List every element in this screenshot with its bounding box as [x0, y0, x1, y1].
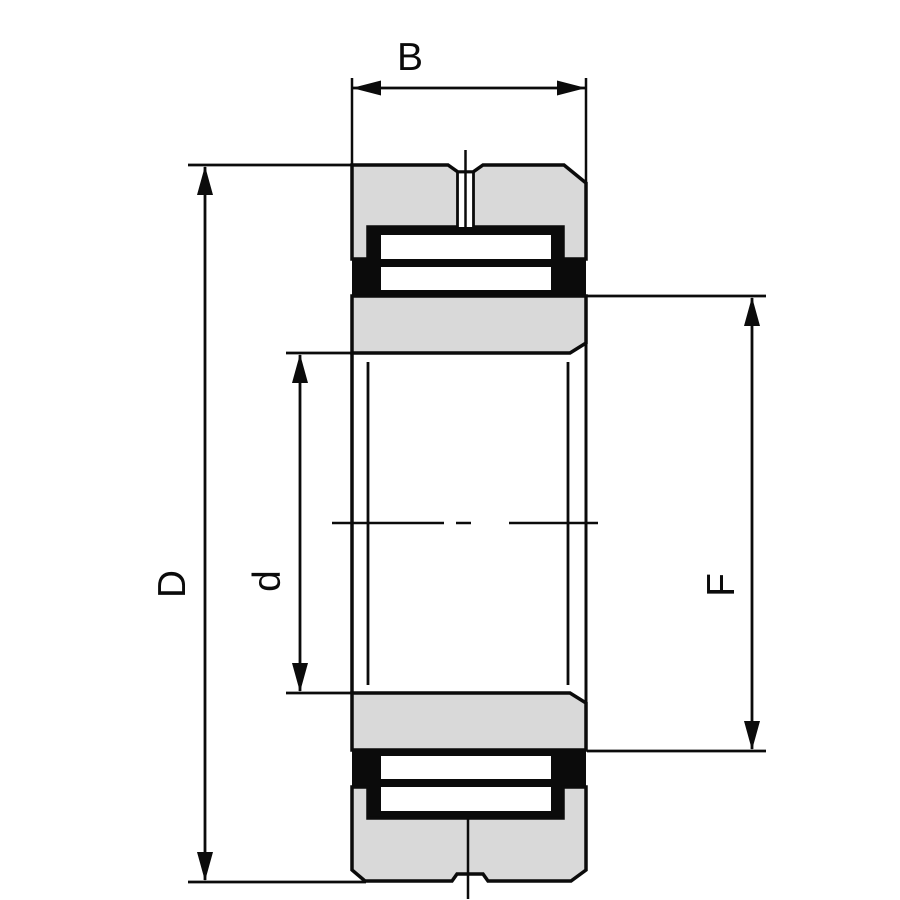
needle-roller-window	[381, 235, 551, 259]
inner-ring-top-section	[350, 294, 588, 355]
dim-f-arrowhead-top	[744, 297, 760, 326]
dimension-width-B: B	[350, 36, 588, 182]
bearing-lower-half	[350, 691, 588, 899]
dim-d-outer-arrowhead-top	[197, 166, 213, 195]
dim-d-bore-arrowhead-top	[292, 354, 308, 383]
dim-d-outer-arrowhead-bottom	[197, 852, 213, 881]
dimension-raceway-diameter-F: F	[587, 294, 766, 753]
dim-b-arrowhead-right	[557, 80, 586, 96]
dim-label-D: D	[151, 570, 194, 598]
dim-b-arrowhead-left	[352, 80, 381, 96]
dimension-bore-diameter-d: d	[246, 351, 352, 695]
dim-label-d: d	[246, 570, 289, 592]
needle-roller-window	[381, 787, 551, 811]
needle-roller-window	[381, 756, 551, 779]
needle-roller-window	[381, 267, 551, 290]
bearing-upper-half	[350, 150, 588, 355]
dim-d-bore-arrowhead-bottom	[292, 663, 308, 692]
dimension-outer-diameter-D: D	[151, 163, 366, 884]
dim-f-arrowhead-bottom	[744, 721, 760, 750]
dim-label-F: F	[700, 573, 743, 597]
inner-ring-bottom-section	[350, 691, 588, 752]
dim-label-B: B	[397, 36, 423, 79]
